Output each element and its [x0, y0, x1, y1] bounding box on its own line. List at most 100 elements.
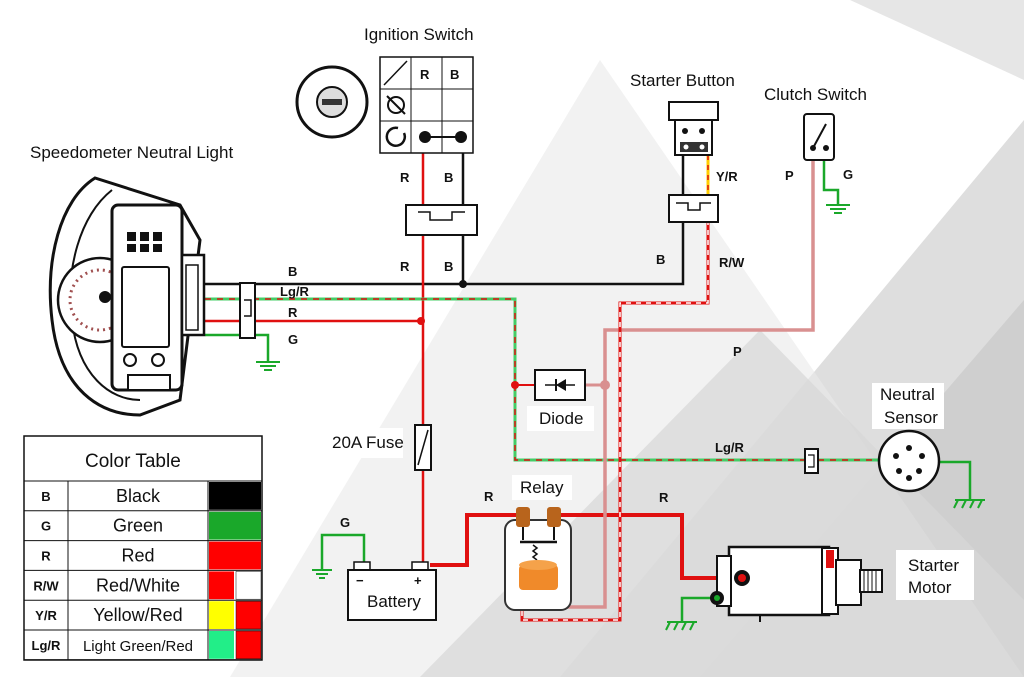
- color-table-title: Color Table: [85, 451, 181, 472]
- clutch-title-bg: [758, 62, 851, 102]
- wire-green-clutch: [822, 160, 840, 205]
- ground-icon: [256, 361, 280, 371]
- junction-red: [417, 317, 425, 325]
- ign-col-b: B: [450, 67, 459, 82]
- relay-title: Relay: [520, 478, 564, 497]
- neutral-sensor-title-2: Sensor: [884, 408, 938, 427]
- color-swatch: [209, 571, 234, 600]
- label-batt-g: G: [340, 515, 350, 530]
- junction-black: [459, 280, 467, 288]
- diode-icon: [534, 369, 586, 401]
- battery-neg: −: [356, 573, 364, 588]
- color-swatch: [235, 571, 262, 600]
- ground-icon: [312, 569, 332, 579]
- starter-motor-label-bg: [896, 550, 974, 600]
- color-name: Black: [116, 486, 161, 506]
- label-spd-r: R: [288, 305, 298, 320]
- fuse-label-bg: [328, 428, 403, 458]
- relay-label-bg: [512, 475, 572, 500]
- color-code: Y/R: [35, 608, 57, 623]
- color-code: R/W: [33, 578, 59, 593]
- clutch-switch-title: Clutch Switch: [764, 85, 867, 104]
- color-swatch: [235, 600, 262, 630]
- ignition-key-icon: [295, 65, 369, 139]
- color-table-row: Lg/R Light Green/Red: [24, 630, 262, 661]
- color-code: Lg/R: [32, 638, 61, 653]
- ignition-connector: [405, 204, 478, 236]
- color-name: Yellow/Red: [93, 605, 182, 625]
- starter-motor-title-1: Starter: [908, 556, 959, 575]
- ign-col-r: R: [420, 67, 430, 82]
- lgr-connector: [804, 448, 819, 474]
- color-code: R: [41, 549, 51, 564]
- starter-button-icon: [668, 101, 719, 156]
- wire-black-main: [205, 220, 685, 286]
- diode-title: Diode: [539, 409, 583, 428]
- neutral-sensor-icon: [877, 429, 941, 493]
- ground-icon: [953, 499, 985, 509]
- neutral-sensor-title-1: Neutral: [880, 385, 935, 404]
- label-lgr-mid: Lg/R: [715, 440, 744, 455]
- color-swatch: [209, 601, 234, 629]
- starter-motor-title-2: Motor: [908, 578, 952, 597]
- color-name: Red/White: [96, 575, 180, 595]
- label-relay-r-right: R: [659, 490, 669, 505]
- relay-icon: [504, 507, 572, 611]
- ignition-switch-title: Ignition Switch: [364, 25, 474, 44]
- color-table-row: B Black: [24, 481, 262, 512]
- ground-icon: [826, 204, 850, 214]
- battery-icon: [347, 561, 437, 621]
- wire-green-starter: [680, 596, 717, 622]
- color-code: B: [41, 489, 50, 504]
- wire-pink: [558, 160, 815, 609]
- wire-green-sensor: [932, 460, 972, 500]
- label-spd-g: G: [288, 332, 298, 347]
- speedometer-connector: [239, 282, 256, 339]
- label-start-b: B: [656, 252, 665, 267]
- label-start-yr: Y/R: [716, 169, 738, 184]
- ignition-switch-table: [379, 56, 474, 154]
- color-table-row: R Red: [24, 540, 262, 571]
- ground-icon: [665, 621, 697, 631]
- starter-button-title: Starter Button: [630, 71, 735, 90]
- color-table-row: G Green: [24, 510, 262, 542]
- color-table-row: Y/R Yellow/Red: [24, 600, 262, 631]
- label-p-mid: P: [733, 344, 742, 359]
- fuse-icon: [414, 424, 432, 471]
- fuse-title: 20A Fuse: [332, 433, 404, 452]
- color-name: Green: [113, 516, 163, 536]
- label-spd-lgr: Lg/R: [280, 284, 309, 299]
- battery-title: Battery: [367, 592, 421, 611]
- color-name: Light Green/Red: [83, 638, 193, 655]
- color-swatch: [209, 541, 261, 570]
- label-spd-b: B: [288, 264, 297, 279]
- starter-connector: [668, 194, 719, 223]
- color-name: Red: [121, 546, 154, 566]
- diode-label-bg: [527, 406, 594, 431]
- ground-symbols: [256, 204, 985, 631]
- wire-green-battery: [320, 533, 366, 572]
- label-clutch-p: P: [785, 168, 794, 183]
- color-swatch: [209, 511, 261, 540]
- color-swatch: [235, 630, 262, 660]
- label-ign-b1: B: [444, 170, 453, 185]
- label-ign-r1: R: [400, 170, 410, 185]
- wire-lgr: [205, 297, 810, 462]
- clutch-switch-icon: [803, 113, 835, 161]
- color-code: G: [41, 519, 51, 534]
- speedometer-icon: [48, 176, 206, 417]
- label-clutch-g: G: [843, 167, 853, 182]
- color-swatch: [209, 482, 261, 510]
- wire-green-speedo: [205, 333, 270, 362]
- label-ign-b2: B: [444, 259, 453, 274]
- battery-pos: +: [414, 573, 422, 588]
- speedometer-title: Speedometer Neutral Light: [30, 143, 233, 162]
- label-relay-r-left: R: [484, 489, 494, 504]
- color-swatch: [209, 631, 234, 659]
- starter-motor-icon: [710, 545, 883, 622]
- neutral-sensor-label-bg: [872, 383, 944, 429]
